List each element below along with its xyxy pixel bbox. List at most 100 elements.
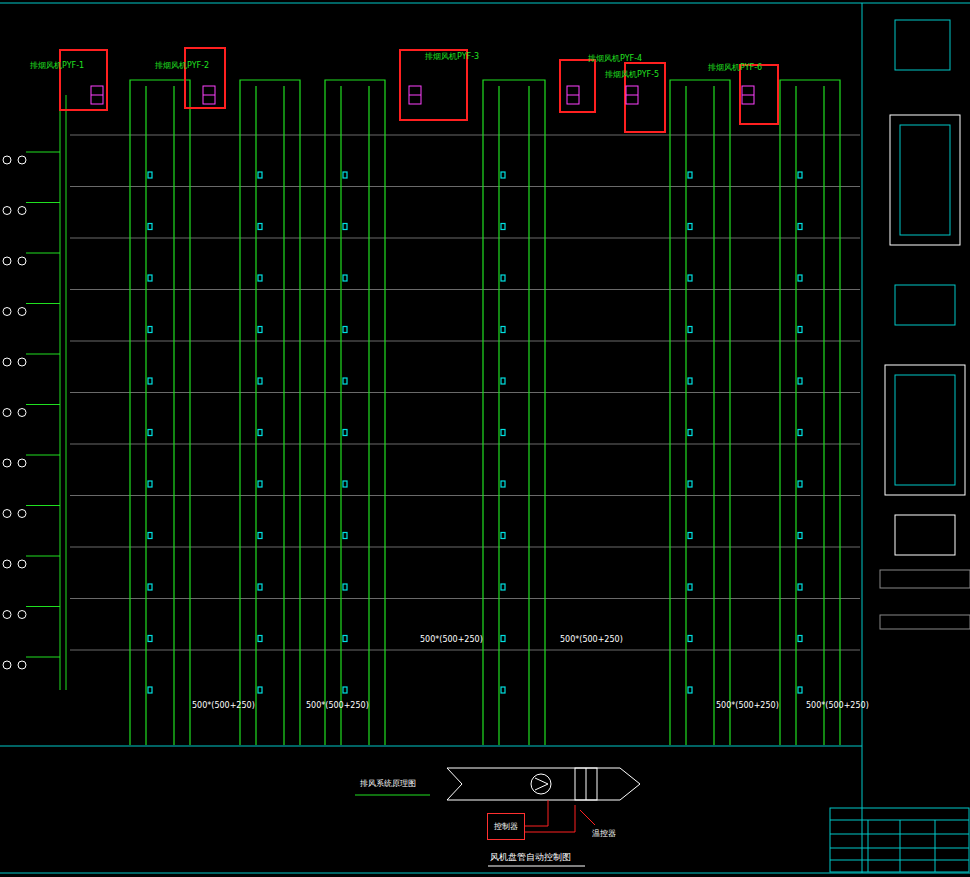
smoke-vent [343,275,347,281]
smoke-vent [258,481,262,487]
outlet-symbol [3,358,11,366]
shaft-wall [780,80,840,745]
branch-pipe [26,253,60,254]
outlet-symbol [3,156,11,164]
shaft-wall [173,86,174,745]
smoke-vent [148,481,152,487]
control-box: 控制器 [487,813,525,840]
outlet-symbol [3,459,11,467]
smoke-vent [258,275,262,281]
smoke-vent [501,687,505,693]
detail-drawings [880,20,970,629]
smoke-vent [148,327,152,333]
smoke-vent [343,327,347,333]
branch-pipe [26,202,60,203]
floor-line [70,547,860,548]
outlet-symbol [3,308,11,316]
shaft-wall [483,80,545,745]
fan-symbol [203,86,215,104]
outlet-symbol [18,257,26,265]
shaft-wall [340,86,341,745]
smoke-vent [501,327,505,333]
smoke-vent [688,224,692,230]
smoke-vent [501,224,505,230]
smoke-vent [501,275,505,281]
smoke-vent [258,584,262,590]
smoke-vent [343,430,347,436]
smoke-vent [688,430,692,436]
smoke-vent [798,481,802,487]
outlet-symbol [18,409,26,417]
smoke-vent [148,636,152,642]
smoke-vent [148,378,152,384]
smoke-vent [148,430,152,436]
shaft-wall [713,86,714,745]
branch-pipe [26,354,60,355]
fan-label: 排烟风机PYF-6 [708,64,762,73]
left-riser [3,95,66,690]
smoke-vent [688,687,692,693]
fan-symbol [567,95,579,96]
floor-line [70,495,860,496]
smoke-vent [501,172,505,178]
floor-line [70,444,860,445]
floor-line [70,598,860,599]
smoke-vent [343,172,347,178]
shaft-wall [130,80,190,745]
fan-symbol [91,95,103,96]
smoke-vent [258,533,262,539]
smoke-vent [343,687,347,693]
smoke-vent [501,378,505,384]
smoke-vent [501,430,505,436]
smoke-vent [148,533,152,539]
dimension: 500*(500+250) [420,636,483,645]
shaft-wall [528,86,529,745]
smoke-vent [798,327,802,333]
smoke-vent [798,687,802,693]
smoke-vent [258,687,262,693]
fan-symbol [409,86,421,104]
smoke-vent [798,430,802,436]
floor-line [70,135,860,136]
smoke-vent [258,430,262,436]
outlet-symbol [18,459,26,467]
outlet-symbol [3,510,11,518]
fan-label: 排烟风机PYF-4 [588,55,642,64]
outlet-symbol [3,661,11,669]
smoke-vent [258,224,262,230]
shaft-wall [823,86,824,745]
outlet-symbol [3,560,11,568]
outlet-symbol [18,611,26,619]
outlet-symbol [18,156,26,164]
smoke-vent [343,224,347,230]
shaft-wall [325,80,385,745]
smoke-vent [688,533,692,539]
outlet-symbol [18,510,26,518]
fan-coil-control [355,768,640,866]
smoke-vent [798,224,802,230]
outlet-symbol [18,560,26,568]
smoke-vent [258,636,262,642]
box-text: 控制器 [494,821,518,832]
floor-line [70,238,860,239]
branch-pipe [26,657,60,658]
smoke-vent [798,533,802,539]
branch-pipe [26,505,60,506]
shaft-wall [670,80,730,745]
branch-pipe [26,556,60,557]
branch-pipe [26,455,60,456]
smoke-vent [501,533,505,539]
smoke-vent [688,378,692,384]
dimension: 500*(500+250) [192,702,255,711]
fan-symbol [742,95,754,96]
dimension: 500*(500+250) [716,702,779,711]
floor-line [70,392,860,393]
exhaust-fans [60,48,778,132]
smoke-vent [148,224,152,230]
dimension: 500*(500+250) [806,702,869,711]
dimension: 500*(500+250) [560,636,623,645]
smoke-vent [343,533,347,539]
fan-symbol [626,86,638,104]
